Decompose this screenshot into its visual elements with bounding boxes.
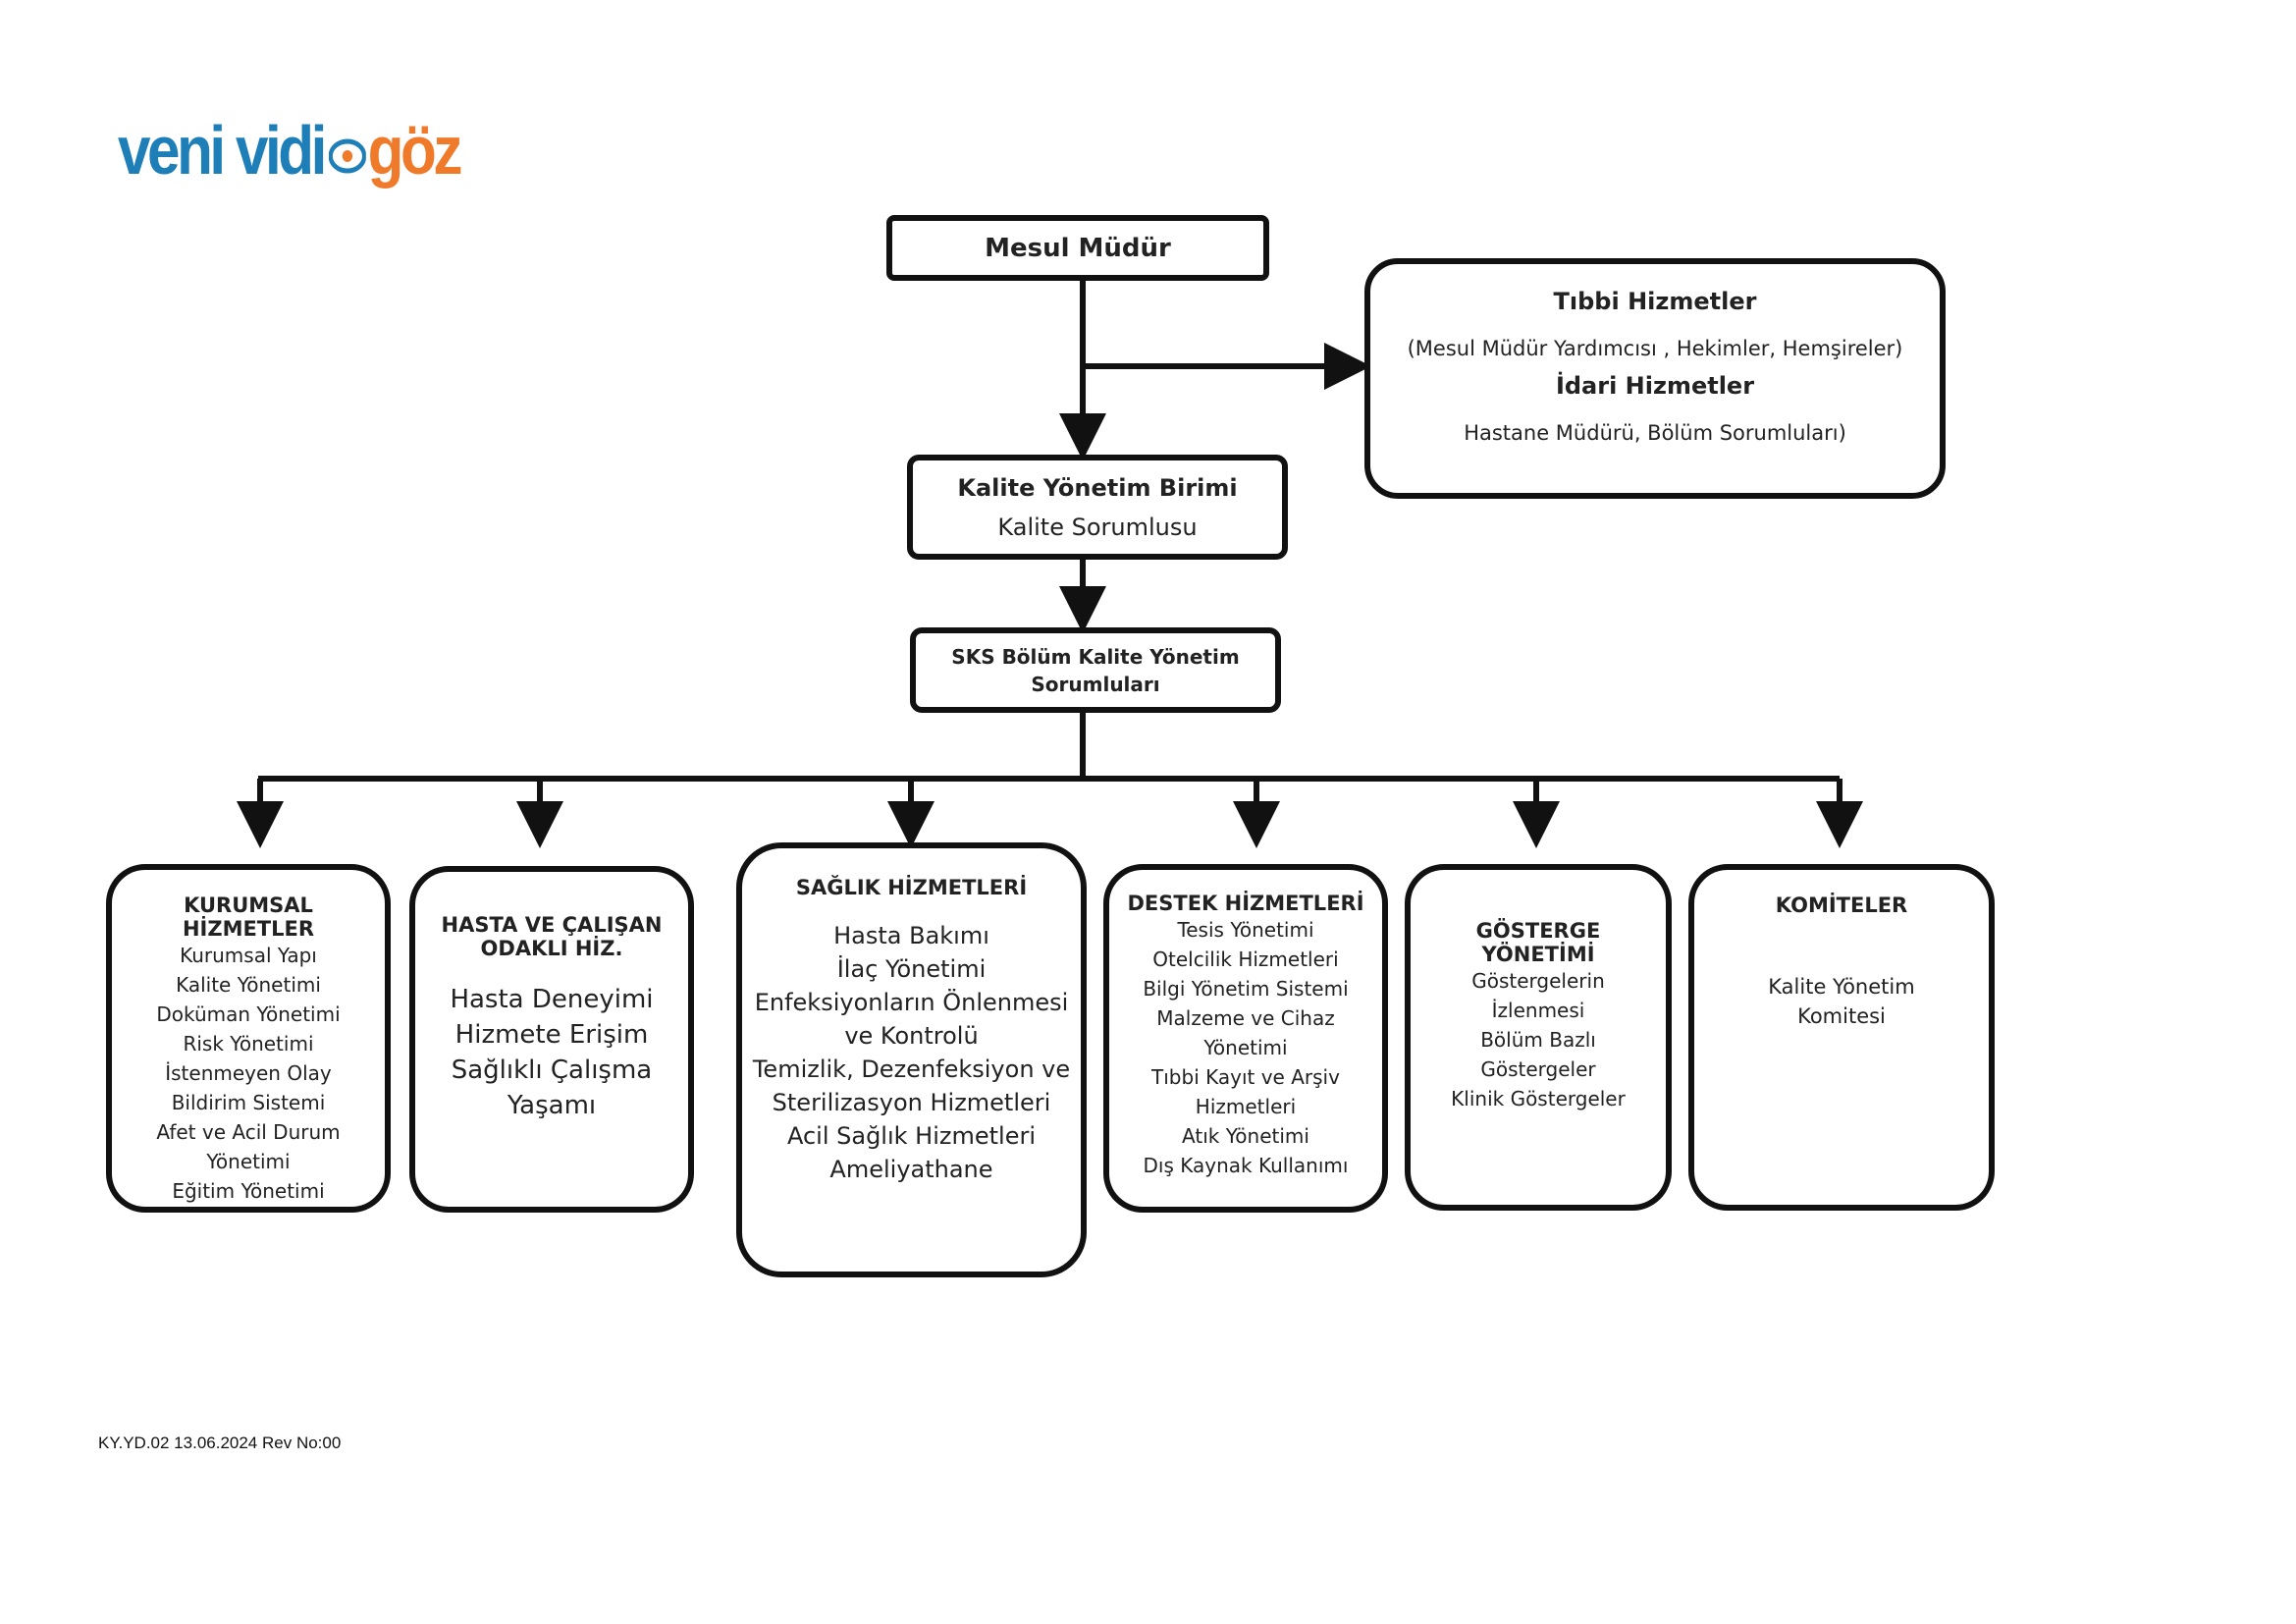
list-item: İzlenmesi <box>1491 999 1585 1022</box>
dept-title: DESTEK HİZMETLERİ <box>1127 892 1364 915</box>
list-item: Tıbbi Kayıt ve Arşiv <box>1151 1065 1340 1089</box>
dept-title: SAĞLIK HİZMETLERİ <box>795 876 1028 899</box>
logo-text-part2: göz <box>367 112 463 189</box>
list-item: Yönetimi <box>1203 1036 1288 1059</box>
mesul-mudur-title: Mesul Müdür <box>985 233 1171 263</box>
quality-unit-title: Kalite Yönetim Birimi <box>957 473 1238 502</box>
dept-komiteler: KOMİTELER Kalite Yönetim Komitesi <box>1688 864 1995 1211</box>
list-item: Bildirim Sistemi <box>171 1091 326 1114</box>
list-item: Kurumsal Yapı <box>180 944 317 967</box>
dept-title: KOMİTELER <box>1775 893 1908 917</box>
list-item: İstenmeyen Olay <box>165 1061 332 1085</box>
dept-title: ODAKLI HİZ. <box>480 937 623 960</box>
list-item: Tesis Yönetimi <box>1177 918 1314 942</box>
list-item: Ameliyathane <box>829 1156 993 1183</box>
list-item: Doküman Yönetimi <box>156 1002 341 1026</box>
mesul-mudur-box: Mesul Müdür <box>886 215 1269 281</box>
list-item: Göstergelerin <box>1471 969 1605 993</box>
list-item: Malzeme ve Cihaz <box>1156 1006 1335 1030</box>
list-item: ve Kontrolü <box>844 1022 979 1050</box>
quality-unit-subtitle: Kalite Sorumlusu <box>997 513 1198 541</box>
list-item: Komitesi <box>1797 1004 1886 1028</box>
quality-unit-box: Kalite Yönetim Birimi Kalite Sorumlusu <box>907 455 1288 560</box>
dept-items: Kurumsal Yapı Kalite Yönetimi Doküman Yö… <box>156 941 340 1206</box>
list-item: Sağlıklı Çalışma <box>451 1056 653 1085</box>
sks-box: SKS Bölüm Kalite Yönetim Sorumluları <box>910 627 1281 713</box>
list-item: Hizmete Erişim <box>454 1020 649 1050</box>
dept-items: Tesis Yönetimi Otelcilik Hizmetleri Bilg… <box>1143 915 1348 1180</box>
services-box: Tıbbi Hizmetler (Mesul Müdür Yardımcısı … <box>1364 258 1946 499</box>
admin-services-title: İdari Hizmetler <box>1555 372 1755 400</box>
eye-icon <box>329 138 366 174</box>
list-item: Sterilizasyon Hizmetleri <box>772 1089 1051 1116</box>
list-item: Göstergeler <box>1480 1057 1596 1081</box>
dept-title: HİZMETLER <box>182 917 315 941</box>
admin-services-detail: Hastane Müdürü, Bölüm Sorumluları) <box>1464 421 1846 445</box>
dept-title: YÖNETİMİ <box>1481 943 1595 966</box>
dept-hasta-calisan: HASTA VE ÇALIŞAN ODAKLI HİZ. Hasta Deney… <box>409 866 694 1213</box>
list-item: Bölüm Bazlı <box>1480 1028 1596 1052</box>
list-item: Acil Sağlık Hizmetleri <box>786 1122 1036 1150</box>
list-item: Risk Yönetimi <box>183 1032 314 1056</box>
dept-saglik: SAĞLIK HİZMETLERİ Hasta Bakımı İlaç Yöne… <box>736 842 1087 1277</box>
list-item: Afet ve Acil Durum <box>156 1120 341 1144</box>
dept-items: Kalite Yönetim Komitesi <box>1768 972 1914 1031</box>
list-item: İlaç Yönetimi <box>836 955 987 983</box>
list-item: Eğitim Yönetimi <box>172 1179 325 1203</box>
dept-title: GÖSTERGE <box>1475 919 1601 943</box>
list-item: Hasta Deneyimi <box>450 985 654 1014</box>
list-item: Temizlik, Dezenfeksiyon ve <box>752 1056 1071 1083</box>
list-item: Yaşamı <box>507 1091 597 1120</box>
sks-title-line2: Sorumluları <box>1031 672 1160 696</box>
medical-services-detail: (Mesul Müdür Yardımcısı , Hekimler, Hemş… <box>1407 337 1903 360</box>
dept-title: HASTA VE ÇALIŞAN <box>441 913 663 937</box>
dept-items: Hasta Bakımı İlaç Yönetimi Enfeksiyonlar… <box>753 919 1070 1186</box>
list-item: Otelcilik Hizmetleri <box>1152 947 1339 971</box>
dept-kurumsal: KURUMSAL HİZMETLER Kurumsal Yapı Kalite … <box>106 864 391 1213</box>
dept-items: Hasta Deneyimi Hizmete Erişim Sağlıklı Ç… <box>450 982 653 1123</box>
document-footer: KY.YD.02 13.06.2024 Rev No:00 <box>98 1434 342 1452</box>
list-item: Atık Yönetimi <box>1182 1124 1309 1148</box>
list-item: Yönetimi <box>206 1150 291 1173</box>
sks-title-line1: SKS Bölüm Kalite Yönetim <box>951 644 1240 669</box>
list-item: Enfeksiyonların Önlenmesi <box>754 989 1069 1016</box>
list-item: Dış Kaynak Kullanımı <box>1143 1154 1349 1177</box>
medical-services-title: Tıbbi Hizmetler <box>1553 288 1757 315</box>
list-item: Kalite Yönetimi <box>176 973 321 997</box>
dept-title: KURUMSAL <box>184 893 313 917</box>
list-item: Hizmetleri <box>1195 1095 1297 1118</box>
dept-destek: DESTEK HİZMETLERİ Tesis Yönetimi Otelcil… <box>1103 864 1388 1213</box>
list-item: Bilgi Yönetim Sistemi <box>1143 977 1349 1001</box>
dept-gosterge: GÖSTERGE YÖNETİMİ Göstergelerin İzlenmes… <box>1405 864 1672 1211</box>
list-item: Klinik Göstergeler <box>1451 1087 1626 1110</box>
list-item: Kalite Yönetim <box>1768 975 1915 999</box>
logo-text-part1: veni vidi <box>118 112 327 189</box>
dept-items: Göstergelerin İzlenmesi Bölüm Bazlı Göst… <box>1451 966 1626 1113</box>
logo: veni vidi göz <box>118 106 463 194</box>
list-item: Hasta Bakımı <box>833 922 989 949</box>
